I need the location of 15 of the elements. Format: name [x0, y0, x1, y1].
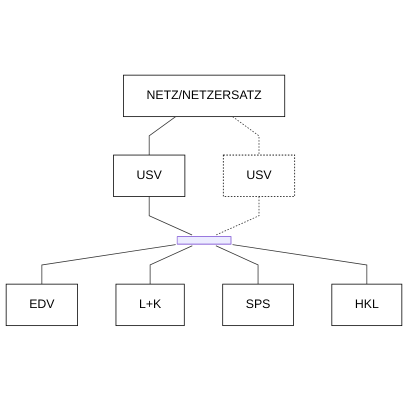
connector	[232, 116, 260, 156]
connector	[148, 196, 192, 236]
node-box: USV	[222, 154, 296, 198]
connector	[150, 245, 193, 285]
node-box: NETZ/NETZERSATZ	[123, 74, 286, 118]
node-box: USV	[113, 154, 186, 198]
node-box: SPS	[222, 284, 294, 326]
node-box: EDV	[6, 284, 78, 326]
connector	[41, 244, 176, 285]
connector	[216, 196, 260, 236]
connector	[232, 244, 368, 285]
connector	[148, 116, 176, 156]
node-box: HKL	[331, 284, 402, 326]
connector	[216, 245, 258, 285]
node-box: L+K	[116, 284, 185, 326]
